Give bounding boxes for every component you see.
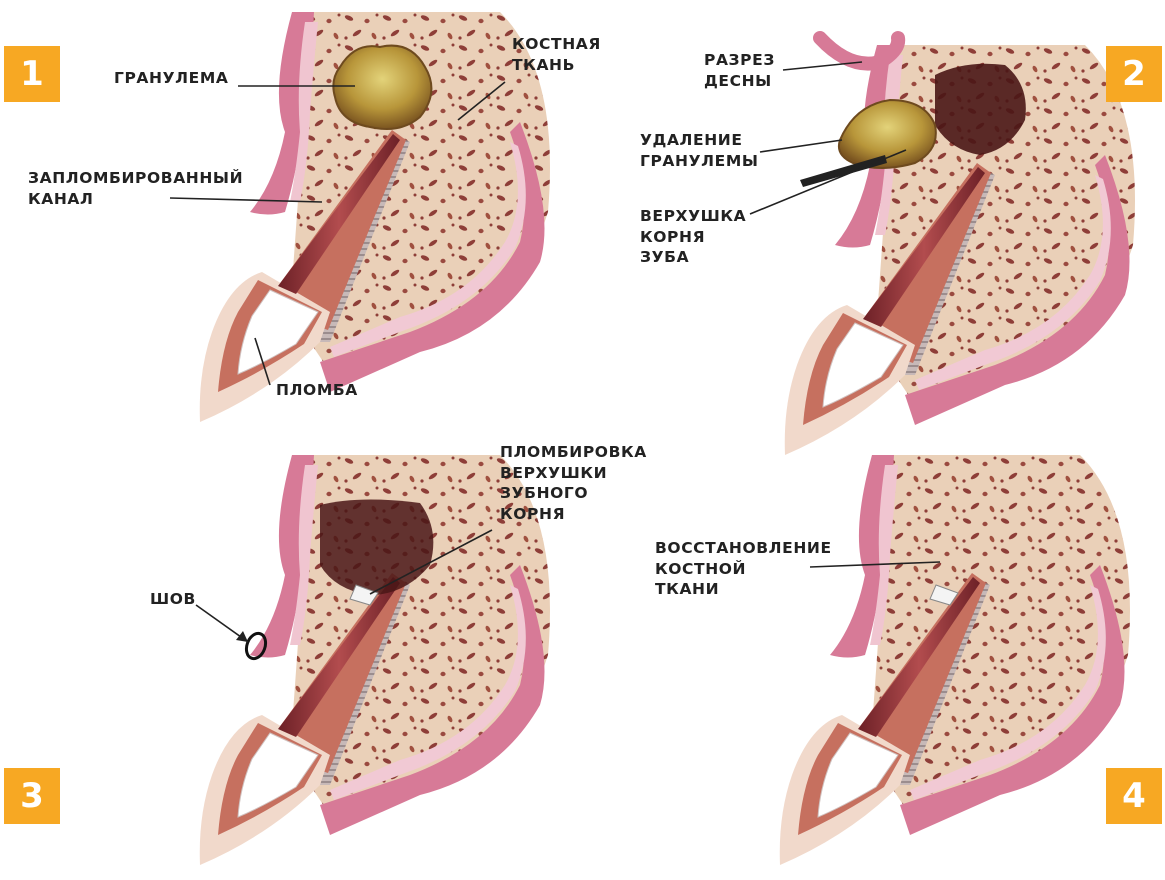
- step-badge-4: 4: [1106, 768, 1162, 824]
- step-badge-3: 3: [4, 768, 60, 824]
- label-filled-canal: ЗАПЛОМБИРОВАННЫЙ КАНАЛ: [28, 169, 244, 208]
- suture-arrowhead: [236, 631, 248, 642]
- removed-granuloma: [837, 98, 937, 169]
- leader-granuloma-removal: [759, 139, 843, 153]
- step-badge-2: 2: [1106, 46, 1162, 102]
- apex-filling-plug: [349, 584, 379, 606]
- restored-apex-plug: [929, 584, 959, 606]
- label-bone-restoration: ВОССТАНОВЛЕНИЕ КОСТНОЙ ТКАНИ: [655, 539, 832, 598]
- step-badge-1: 1: [4, 46, 60, 102]
- bone-cavity: [935, 63, 1026, 155]
- panel-2-illustration: [784, 44, 1136, 456]
- suture-knot: [244, 631, 268, 661]
- panel-3-illustration: [199, 454, 551, 866]
- label-root-apex: ВЕРХУШКА КОРНЯ ЗУБА: [640, 207, 747, 266]
- leader-root-apex: [749, 149, 907, 215]
- surgical-instrument: [800, 155, 887, 187]
- label-bone-tissue: КОСТНАЯ ТКАНЬ: [512, 35, 601, 74]
- granuloma-shape: [332, 44, 433, 130]
- label-apex-filling: ПЛОМБИРОВКА ВЕРХУШКИ ЗУБНОГО КОРНЯ: [500, 443, 647, 523]
- label-granuloma: ГРАНУЛЕМА: [114, 69, 229, 87]
- leader-bone-tissue: [457, 81, 506, 121]
- leader-bone-restoration: [809, 561, 941, 568]
- gum-flap: [813, 31, 906, 71]
- panel-1-illustration: [199, 11, 551, 423]
- label-suture: ШОВ: [150, 590, 196, 608]
- empty-bone-cavity: [320, 499, 434, 595]
- leader-filled-canal: [169, 197, 323, 203]
- leader-gum-incision: [782, 61, 863, 71]
- label-granuloma-removal: УДАЛЕНИЕ ГРАНУЛЕМЫ: [640, 131, 759, 170]
- panel-4-illustration: [779, 454, 1131, 866]
- label-filling: ПЛОМБА: [276, 381, 358, 399]
- leader-apex-filling: [369, 529, 493, 595]
- label-gum-incision: РАЗРЕЗ ДЕСНЫ: [704, 51, 775, 90]
- leader-filling: [254, 337, 271, 386]
